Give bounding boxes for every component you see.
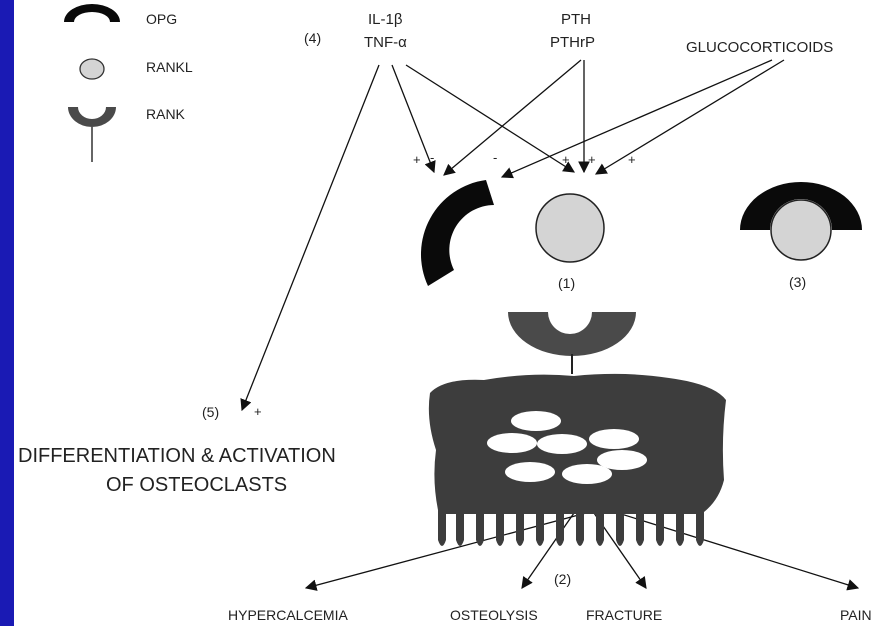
nucleus <box>562 464 612 484</box>
legend-rankl-label: RANKL <box>146 59 193 75</box>
sign-plus-tnf-osteoclast: + <box>254 404 262 419</box>
rank-receptor-shape <box>508 312 636 356</box>
rankl-free-shape <box>536 194 604 262</box>
effect-fracture: FRACTURE <box>586 607 662 623</box>
osteoclast-body <box>429 374 726 546</box>
nucleus <box>505 462 555 482</box>
nucleus <box>589 429 639 449</box>
sign-plus-tnf-rankl: + <box>562 152 570 167</box>
sign-minus-pth-opg: - <box>430 150 434 165</box>
effect-pain: PAIN <box>840 607 872 623</box>
tnfa-label: TNF-α <box>364 34 407 51</box>
outcome-line-1: DIFFERENTIATION & ACTIVATION <box>18 445 336 467</box>
step-2-label: (2) <box>554 571 571 587</box>
step-5-label: (5) <box>202 404 219 420</box>
sign-plus-tnf-opg: + <box>413 152 421 167</box>
pth-label: PTH <box>561 11 591 28</box>
legend-rank-label: RANK <box>146 106 186 122</box>
diagram-svg: OPG RANKL RANK (4) IL-1β TNF-α PTH PTHrP… <box>14 0 884 626</box>
step-4-label: (4) <box>304 30 321 46</box>
outcome-line-2: OF OSTEOCLASTS <box>106 474 287 496</box>
nucleus <box>537 434 587 454</box>
arrow-pth-opg <box>444 60 581 175</box>
legend-opg-label: OPG <box>146 11 177 27</box>
pthrp-label: PTHrP <box>550 34 595 51</box>
opg-free-shape <box>421 180 494 286</box>
sign-plus-pth-rankl: + <box>588 152 596 167</box>
arrow-gc-rankl <box>596 60 784 174</box>
step-1-label: (1) <box>558 275 575 291</box>
effect-hypercalcemia: HYPERCALCEMIA <box>228 607 348 623</box>
nucleus <box>487 433 537 453</box>
rankl-bound-shape <box>771 200 831 260</box>
arrow-tnf-osteoclast <box>242 65 379 410</box>
il1b-label: IL-1β <box>368 11 403 28</box>
legend-rank-icon <box>68 107 116 162</box>
arrow-gc-opg <box>502 60 772 177</box>
nucleus <box>511 411 561 431</box>
step-3-label: (3) <box>789 274 806 290</box>
legend-opg-icon <box>64 4 120 22</box>
glucocorticoids-label: GLUCOCORTICOIDS <box>686 39 833 56</box>
sign-plus-gc-rankl: + <box>628 152 636 167</box>
effect-osteolysis: OSTEOLYSIS <box>450 607 538 623</box>
legend-rankl-icon <box>80 59 104 79</box>
diagram-canvas: OPG RANKL RANK (4) IL-1β TNF-α PTH PTHrP… <box>14 0 884 626</box>
sign-minus-gc-opg: - <box>493 150 497 165</box>
